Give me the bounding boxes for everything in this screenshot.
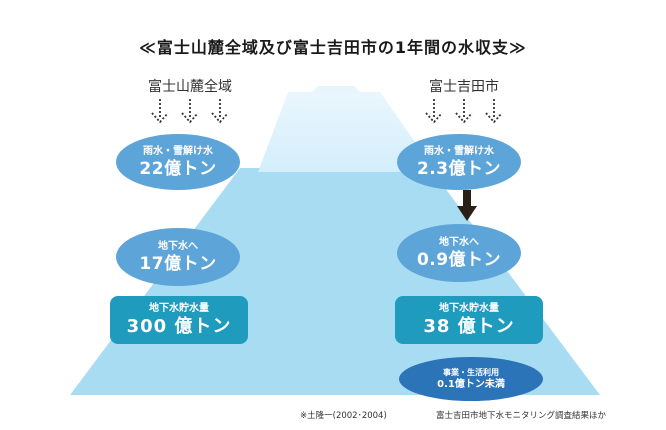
right-rain-ellipse: 雨水・雪解け水 2.3億トン (397, 134, 521, 190)
left-rain-ellipse: 雨水・雪解け水 22億トン (116, 134, 240, 190)
right-usage-value: 0.1億トン未満 (437, 378, 505, 392)
source-note-survey: 富士吉田市地下水モニタリング調査結果ほか (436, 409, 606, 421)
left-ground-value: 17億トン (139, 253, 216, 275)
rain-arrows-left-icon (120, 97, 260, 127)
left-storage-box: 地下水貯水量 300 億トン (110, 296, 248, 344)
right-rain-label: 雨水・雪解け水 (424, 145, 494, 158)
right-usage-label: 事業・生活利用 (443, 367, 499, 378)
left-storage-value: 300 億トン (127, 315, 232, 339)
right-usage-ellipse: 事業・生活利用 0.1億トン未満 (399, 357, 543, 401)
diagram-title: ≪富士山麓全域及び富士吉田市の1年間の水収支≫ (0, 34, 666, 58)
column-label-fuji-area: 富士山麓全域 (120, 76, 260, 96)
right-ground-label: 地下水へ (439, 236, 479, 249)
right-ground-value: 0.9億トン (417, 249, 501, 271)
flow-down-arrow-icon (457, 190, 477, 222)
left-ground-label: 地下水へ (158, 240, 198, 253)
source-note-author: ※土隆一(2002･2004) (300, 409, 387, 421)
left-rain-value: 22億トン (139, 158, 216, 180)
right-ground-ellipse: 地下水へ 0.9億トン (397, 224, 521, 282)
left-storage-label: 地下水貯水量 (149, 302, 209, 315)
right-storage-box: 地下水貯水量 38 億トン (395, 296, 543, 344)
right-rain-value: 2.3億トン (417, 158, 501, 180)
right-storage-label: 地下水貯水量 (439, 302, 499, 315)
column-label-fujiyoshida: 富士吉田市 (394, 76, 534, 96)
rain-arrows-right-icon (394, 97, 534, 127)
mountain-summit-ridge (310, 86, 362, 94)
right-storage-value: 38 億トン (423, 315, 514, 339)
left-rain-label: 雨水・雪解け水 (143, 145, 213, 158)
left-ground-ellipse: 地下水へ 17億トン (116, 228, 240, 286)
